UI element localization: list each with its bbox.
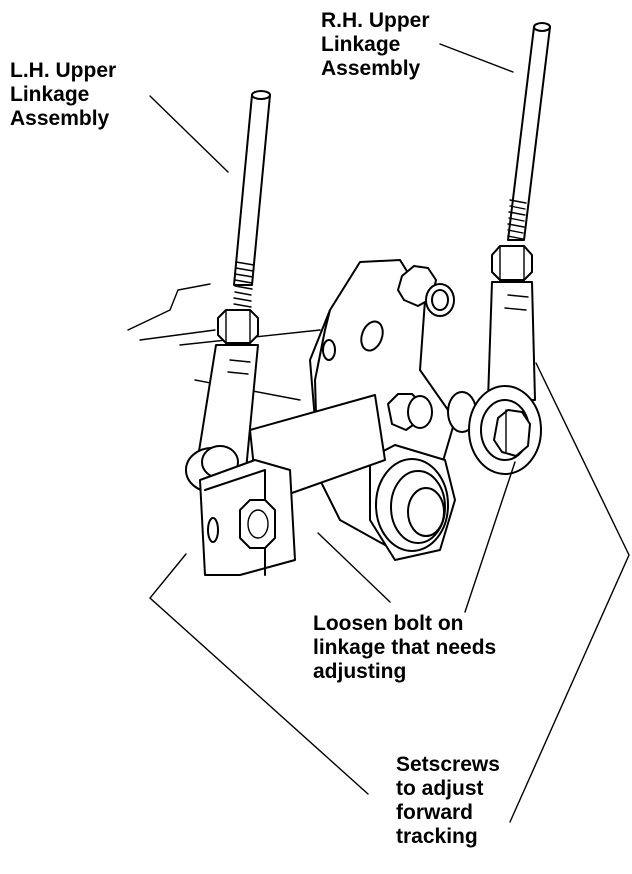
loosen-bolt-label: Loosen bolt on linkage that needs adjust… [313, 612, 497, 683]
lh-upper-linkage-label: L.H. Upper Linkage Assembly [10, 59, 117, 130]
lh-leader [149, 95, 229, 173]
cross-shaft [199, 394, 386, 576]
setscrew-leader-right [509, 362, 630, 823]
rh-leader [439, 43, 514, 73]
setscrews-label: Setscrews to adjust forward tracking [396, 753, 500, 848]
pivot-boss [369, 444, 456, 561]
shaft-leader [317, 532, 391, 603]
loosen-leader [464, 461, 516, 613]
lh-rod [185, 90, 271, 493]
rh-rod [468, 22, 551, 475]
leader-lines [149, 43, 630, 823]
rh-upper-linkage-label: R.H. Upper Linkage Assembly [321, 9, 430, 80]
setscrew-leader-left [149, 553, 369, 795]
